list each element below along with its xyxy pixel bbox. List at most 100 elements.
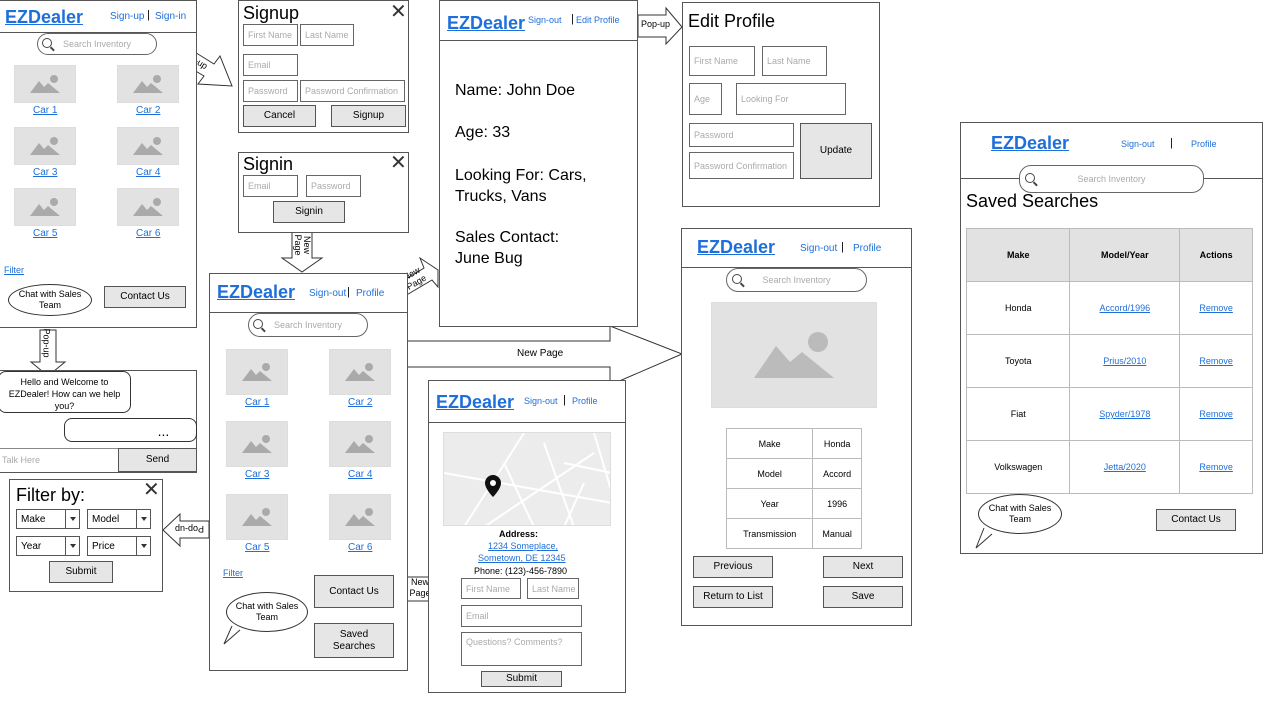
- brand-logo[interactable]: EZDealer: [991, 133, 1070, 153]
- signout-link[interactable]: Sign-out: [800, 243, 838, 254]
- close-icon[interactable]: ✕: [390, 152, 407, 174]
- search-input[interactable]: Search Inventory: [248, 313, 368, 337]
- signin-password[interactable]: Password: [306, 175, 361, 197]
- model-select[interactable]: Model: [87, 509, 151, 529]
- profile-link[interactable]: Profile: [853, 243, 882, 254]
- signup-button[interactable]: Signup: [331, 105, 406, 127]
- price-select[interactable]: Price: [87, 536, 151, 556]
- close-icon[interactable]: ✕: [143, 479, 160, 501]
- car-thumbnail[interactable]: [329, 349, 391, 395]
- signout-link[interactable]: Sign-out: [1121, 139, 1155, 149]
- return-to-list-button[interactable]: Return to List: [693, 586, 773, 608]
- previous-button[interactable]: Previous: [693, 556, 773, 578]
- edit-password[interactable]: Password: [689, 123, 794, 147]
- signin-link[interactable]: Sign-in: [155, 11, 187, 22]
- profile-link[interactable]: Profile: [1191, 139, 1217, 149]
- edit-looking-for[interactable]: Looking For: [736, 83, 846, 115]
- car-thumbnail[interactable]: [14, 127, 76, 165]
- address-line-1[interactable]: 1234 Someplace,: [488, 541, 559, 551]
- car-thumbnail[interactable]: [226, 494, 288, 540]
- car-link[interactable]: Car 6: [136, 228, 161, 239]
- contact-questions[interactable]: Questions? Comments?: [461, 632, 582, 666]
- saved-searches-button[interactable]: Saved Searches: [314, 623, 394, 658]
- brand-logo[interactable]: EZDealer: [697, 237, 776, 257]
- model-year-link[interactable]: Jetta/2020: [1103, 462, 1146, 472]
- car-thumbnail[interactable]: [14, 188, 76, 226]
- year-select[interactable]: Year: [16, 536, 80, 556]
- contact-us-button[interactable]: Contact Us: [314, 575, 394, 608]
- contact-submit-button[interactable]: Submit: [481, 671, 562, 687]
- signup-email[interactable]: Email: [243, 54, 298, 76]
- brand-logo[interactable]: EZDealer: [5, 7, 84, 27]
- car-thumbnail[interactable]: [226, 421, 288, 467]
- edit-age[interactable]: Age: [689, 83, 722, 115]
- edit-password-confirmation[interactable]: Password Confirmation: [689, 152, 794, 179]
- signup-last-name[interactable]: Last Name: [300, 24, 354, 46]
- close-icon[interactable]: ✕: [390, 1, 407, 23]
- signin-email[interactable]: Email: [243, 175, 298, 197]
- contact-email[interactable]: Email: [461, 605, 582, 627]
- contact-first-name[interactable]: First Name: [461, 578, 521, 599]
- car-link[interactable]: Car 6: [348, 542, 373, 553]
- model-year-link[interactable]: Prius/2010: [1103, 356, 1147, 366]
- signup-link[interactable]: Sign-up: [110, 11, 145, 22]
- remove-link[interactable]: Remove: [1199, 303, 1233, 313]
- save-button[interactable]: Save: [823, 586, 903, 608]
- remove-link[interactable]: Remove: [1199, 409, 1233, 419]
- next-button[interactable]: Next: [823, 556, 903, 578]
- profile-link[interactable]: Profile: [356, 288, 385, 299]
- filter-submit-button[interactable]: Submit: [49, 561, 113, 583]
- car-thumbnail[interactable]: [117, 188, 179, 226]
- send-button[interactable]: Send: [118, 448, 197, 472]
- model-year-link[interactable]: Accord/1996: [1099, 303, 1151, 313]
- cancel-button[interactable]: Cancel: [243, 105, 316, 127]
- car-thumbnail[interactable]: [329, 421, 391, 467]
- car-thumbnail[interactable]: [14, 65, 76, 103]
- filter-link[interactable]: Filter: [4, 265, 24, 275]
- signup-password-confirmation[interactable]: Password Confirmation: [300, 80, 405, 102]
- remove-link[interactable]: Remove: [1199, 356, 1233, 366]
- car-thumbnail[interactable]: [226, 349, 288, 395]
- car-link[interactable]: Car 2: [136, 105, 161, 116]
- signout-link[interactable]: Sign-out: [528, 15, 562, 25]
- car-thumbnail[interactable]: [329, 494, 391, 540]
- contact-us-button[interactable]: Contact Us: [1156, 509, 1236, 531]
- car-link[interactable]: Car 2: [348, 397, 373, 408]
- car-link[interactable]: Car 1: [245, 397, 270, 408]
- car-link[interactable]: Car 1: [33, 105, 58, 116]
- car-thumbnail[interactable]: [117, 127, 179, 165]
- address-line-2[interactable]: Sometown, DE 12345: [478, 553, 566, 563]
- signin-button[interactable]: Signin: [273, 201, 345, 223]
- chat-bubble[interactable]: Chat with Sales Team: [8, 284, 92, 316]
- profile-link[interactable]: Profile: [572, 396, 598, 406]
- update-button[interactable]: Update: [800, 123, 872, 179]
- model-year-link[interactable]: Spyder/1978: [1099, 409, 1151, 419]
- search-input[interactable]: Search Inventory: [726, 268, 867, 292]
- car-link[interactable]: Car 3: [245, 469, 270, 480]
- search-input[interactable]: Search Inventory: [1019, 165, 1204, 193]
- car-link[interactable]: Car 5: [245, 542, 270, 553]
- filter-link[interactable]: Filter: [223, 568, 243, 578]
- car-link[interactable]: Car 4: [136, 167, 161, 178]
- signout-link[interactable]: Sign-out: [309, 288, 347, 299]
- brand-logo[interactable]: EZDealer: [217, 282, 296, 302]
- search-input[interactable]: Search Inventory: [37, 33, 157, 55]
- brand-logo[interactable]: EZDealer: [436, 392, 515, 412]
- make-select[interactable]: Make: [16, 509, 80, 529]
- chat-bubble[interactable]: Chat with Sales Team: [226, 592, 308, 632]
- edit-first-name[interactable]: First Name: [689, 46, 755, 76]
- car-link[interactable]: Car 3: [33, 167, 58, 178]
- edit-last-name[interactable]: Last Name: [762, 46, 827, 76]
- contact-us-button[interactable]: Contact Us: [104, 286, 186, 308]
- signout-link[interactable]: Sign-out: [524, 396, 558, 406]
- contact-last-name[interactable]: Last Name: [527, 578, 579, 599]
- chat-input[interactable]: Talk Here: [0, 448, 118, 472]
- remove-link[interactable]: Remove: [1199, 462, 1233, 472]
- car-link[interactable]: Car 4: [348, 469, 373, 480]
- signup-password[interactable]: Password: [243, 80, 298, 102]
- brand-logo[interactable]: EZDealer: [447, 13, 526, 33]
- signup-first-name[interactable]: First Name: [243, 24, 298, 46]
- chat-bubble[interactable]: Chat with Sales Team: [978, 494, 1062, 534]
- car-thumbnail[interactable]: [117, 65, 179, 103]
- edit-profile-link[interactable]: Edit Profile: [576, 15, 620, 25]
